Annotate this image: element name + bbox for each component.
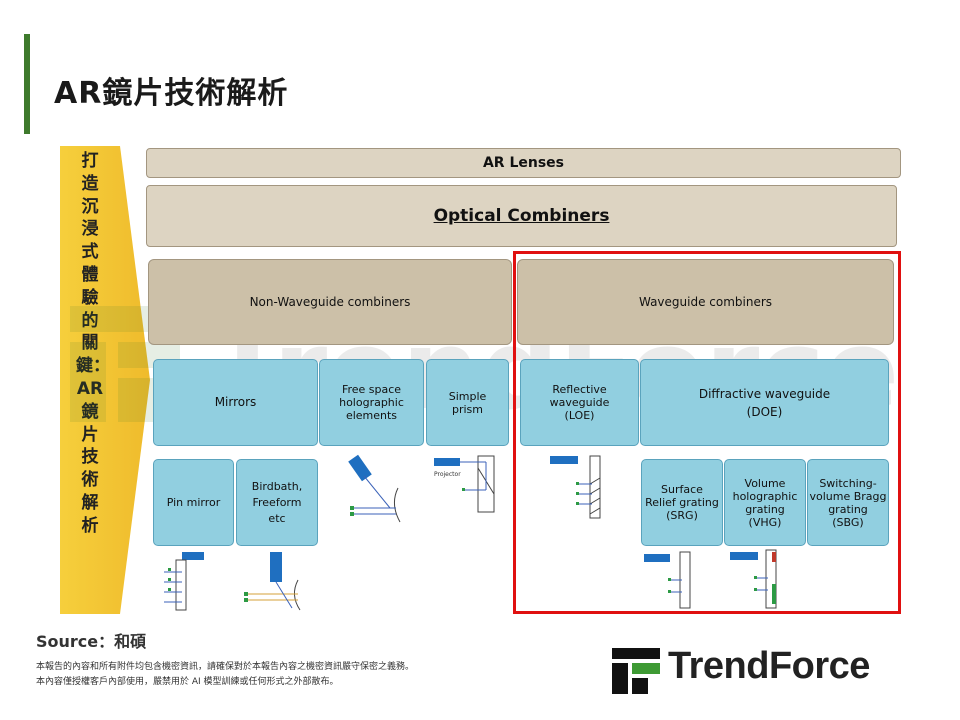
reflective-waveguide-illustration — [550, 455, 601, 519]
waveguide-highlight-frame — [513, 251, 901, 614]
pin-mirror-illustration — [164, 552, 204, 611]
simple-prism-box: Simple prism — [426, 359, 509, 446]
side-banner-arrow — [60, 146, 150, 614]
birdbath-box: Birdbath, Freeform etc — [236, 459, 318, 546]
simple-prism-illustration: Projector — [434, 455, 495, 513]
ar-lenses-box: AR Lenses — [146, 148, 901, 178]
sbg-box: Switching- volume Bragg grating (SBG) — [807, 459, 889, 546]
confidentiality-note: 本報告的內容和所有附件均包含機密資訊，請確保對於本報告內容之機密資訊嚴守保密之義… — [36, 662, 415, 672]
usage-note: 本內容僅授權客戶內部使用，嚴禁用於 AI 模型訓練或任何形式之外部散布。 — [36, 677, 339, 687]
vhg-illustration — [730, 549, 777, 609]
srg-box: Surface Relief grating (SRG) — [641, 459, 723, 546]
non-waveguide-box: Non-Waveguide combiners — [148, 259, 512, 345]
optical-combiners-box: Optical Combiners — [146, 185, 897, 247]
optical-combiners-label: Optical Combiners — [433, 206, 610, 226]
reflective-waveguide-box: Reflective waveguide (LOE) — [520, 359, 639, 446]
srg-illustration — [644, 551, 691, 609]
page-title: AR鏡片技術解析 — [54, 76, 289, 111]
source-caption: Source：和碩 — [36, 632, 147, 651]
trendforce-logo-mark — [612, 648, 660, 694]
free-space-illustration — [348, 454, 401, 523]
waveguide-box: Waveguide combiners — [517, 259, 894, 345]
title-accent-bar — [24, 34, 30, 134]
trendforce-logo-text: TrendForce — [668, 645, 870, 687]
svg-text:Projector: Projector — [434, 471, 461, 478]
birdbath-illustration — [244, 552, 301, 611]
free-space-box: Free space holographic elements — [319, 359, 424, 446]
side-banner-text: 打造沉浸式體驗的關鍵：AR鏡片技術解析 — [76, 151, 110, 536]
pin-mirror-box: Pin mirror — [153, 459, 234, 546]
vhg-box: Volume holographic grating (VHG) — [724, 459, 806, 546]
diffractive-waveguide-box: Diffractive waveguide (DOE) — [640, 359, 889, 446]
mirrors-box: Mirrors — [153, 359, 318, 446]
